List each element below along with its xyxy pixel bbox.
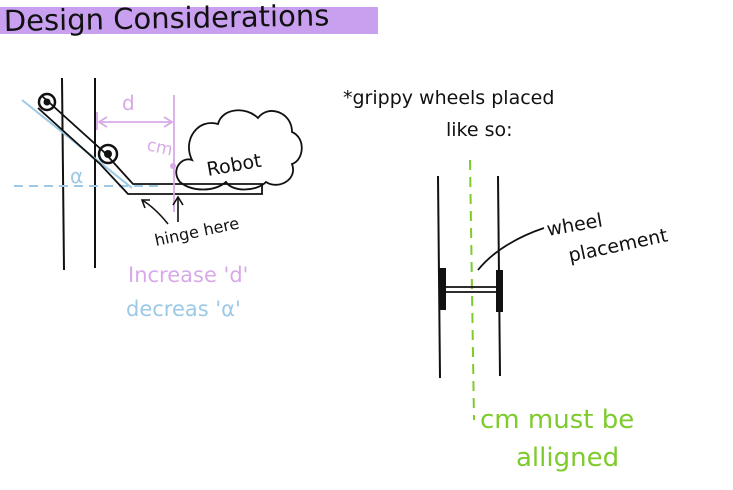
- wheel-top-hub: [43, 98, 51, 106]
- wheel-top: [37, 92, 57, 112]
- grippy-wheels-note-line1: *grippy wheels placed: [343, 87, 554, 109]
- page-title: Design Considerations: [4, 0, 330, 38]
- decrease-alpha-note: decreas 'α': [126, 297, 241, 321]
- d-arrowhead-left: [97, 116, 108, 128]
- title-highlight: [0, 7, 378, 34]
- wall-left: [61, 77, 65, 271]
- wheel-bottom-hub: [104, 150, 112, 158]
- increase-d-note: Increase 'd': [128, 263, 248, 287]
- wheel-placement-pointer: [477, 227, 545, 271]
- cm-aligned-note-line2: alligned: [516, 443, 619, 473]
- cm-alignment-line: [469, 159, 475, 421]
- alpha-label: α: [70, 164, 83, 188]
- right-diagram: *grippy wheels placed like so: wheel pla…: [343, 87, 670, 473]
- hinge-label: hinge here: [153, 213, 241, 249]
- robot-cloud: [175, 109, 303, 191]
- hinge-arrow-1: [141, 199, 169, 225]
- d-arrowhead-right: [163, 116, 174, 128]
- cm-aligned-note-line1: cm must be: [480, 405, 634, 435]
- wheel-pad-left: [439, 268, 446, 310]
- wheel-bottom: [97, 143, 119, 165]
- grippy-wheels-note-line2: like so:: [446, 119, 513, 141]
- hinge-arrowhead-1: [140, 199, 150, 209]
- left-diagram: α d cm Robot hinge here Increase 'd' dec…: [14, 77, 303, 321]
- robot-label: Robot: [205, 150, 263, 181]
- hinge-arrowhead-2: [172, 195, 184, 206]
- wheel-label-line1: wheel: [545, 209, 604, 240]
- wheel-pad-right: [496, 270, 503, 312]
- cm-point: [170, 163, 176, 169]
- cm-label: cm: [145, 135, 175, 160]
- d-label: d: [122, 91, 135, 115]
